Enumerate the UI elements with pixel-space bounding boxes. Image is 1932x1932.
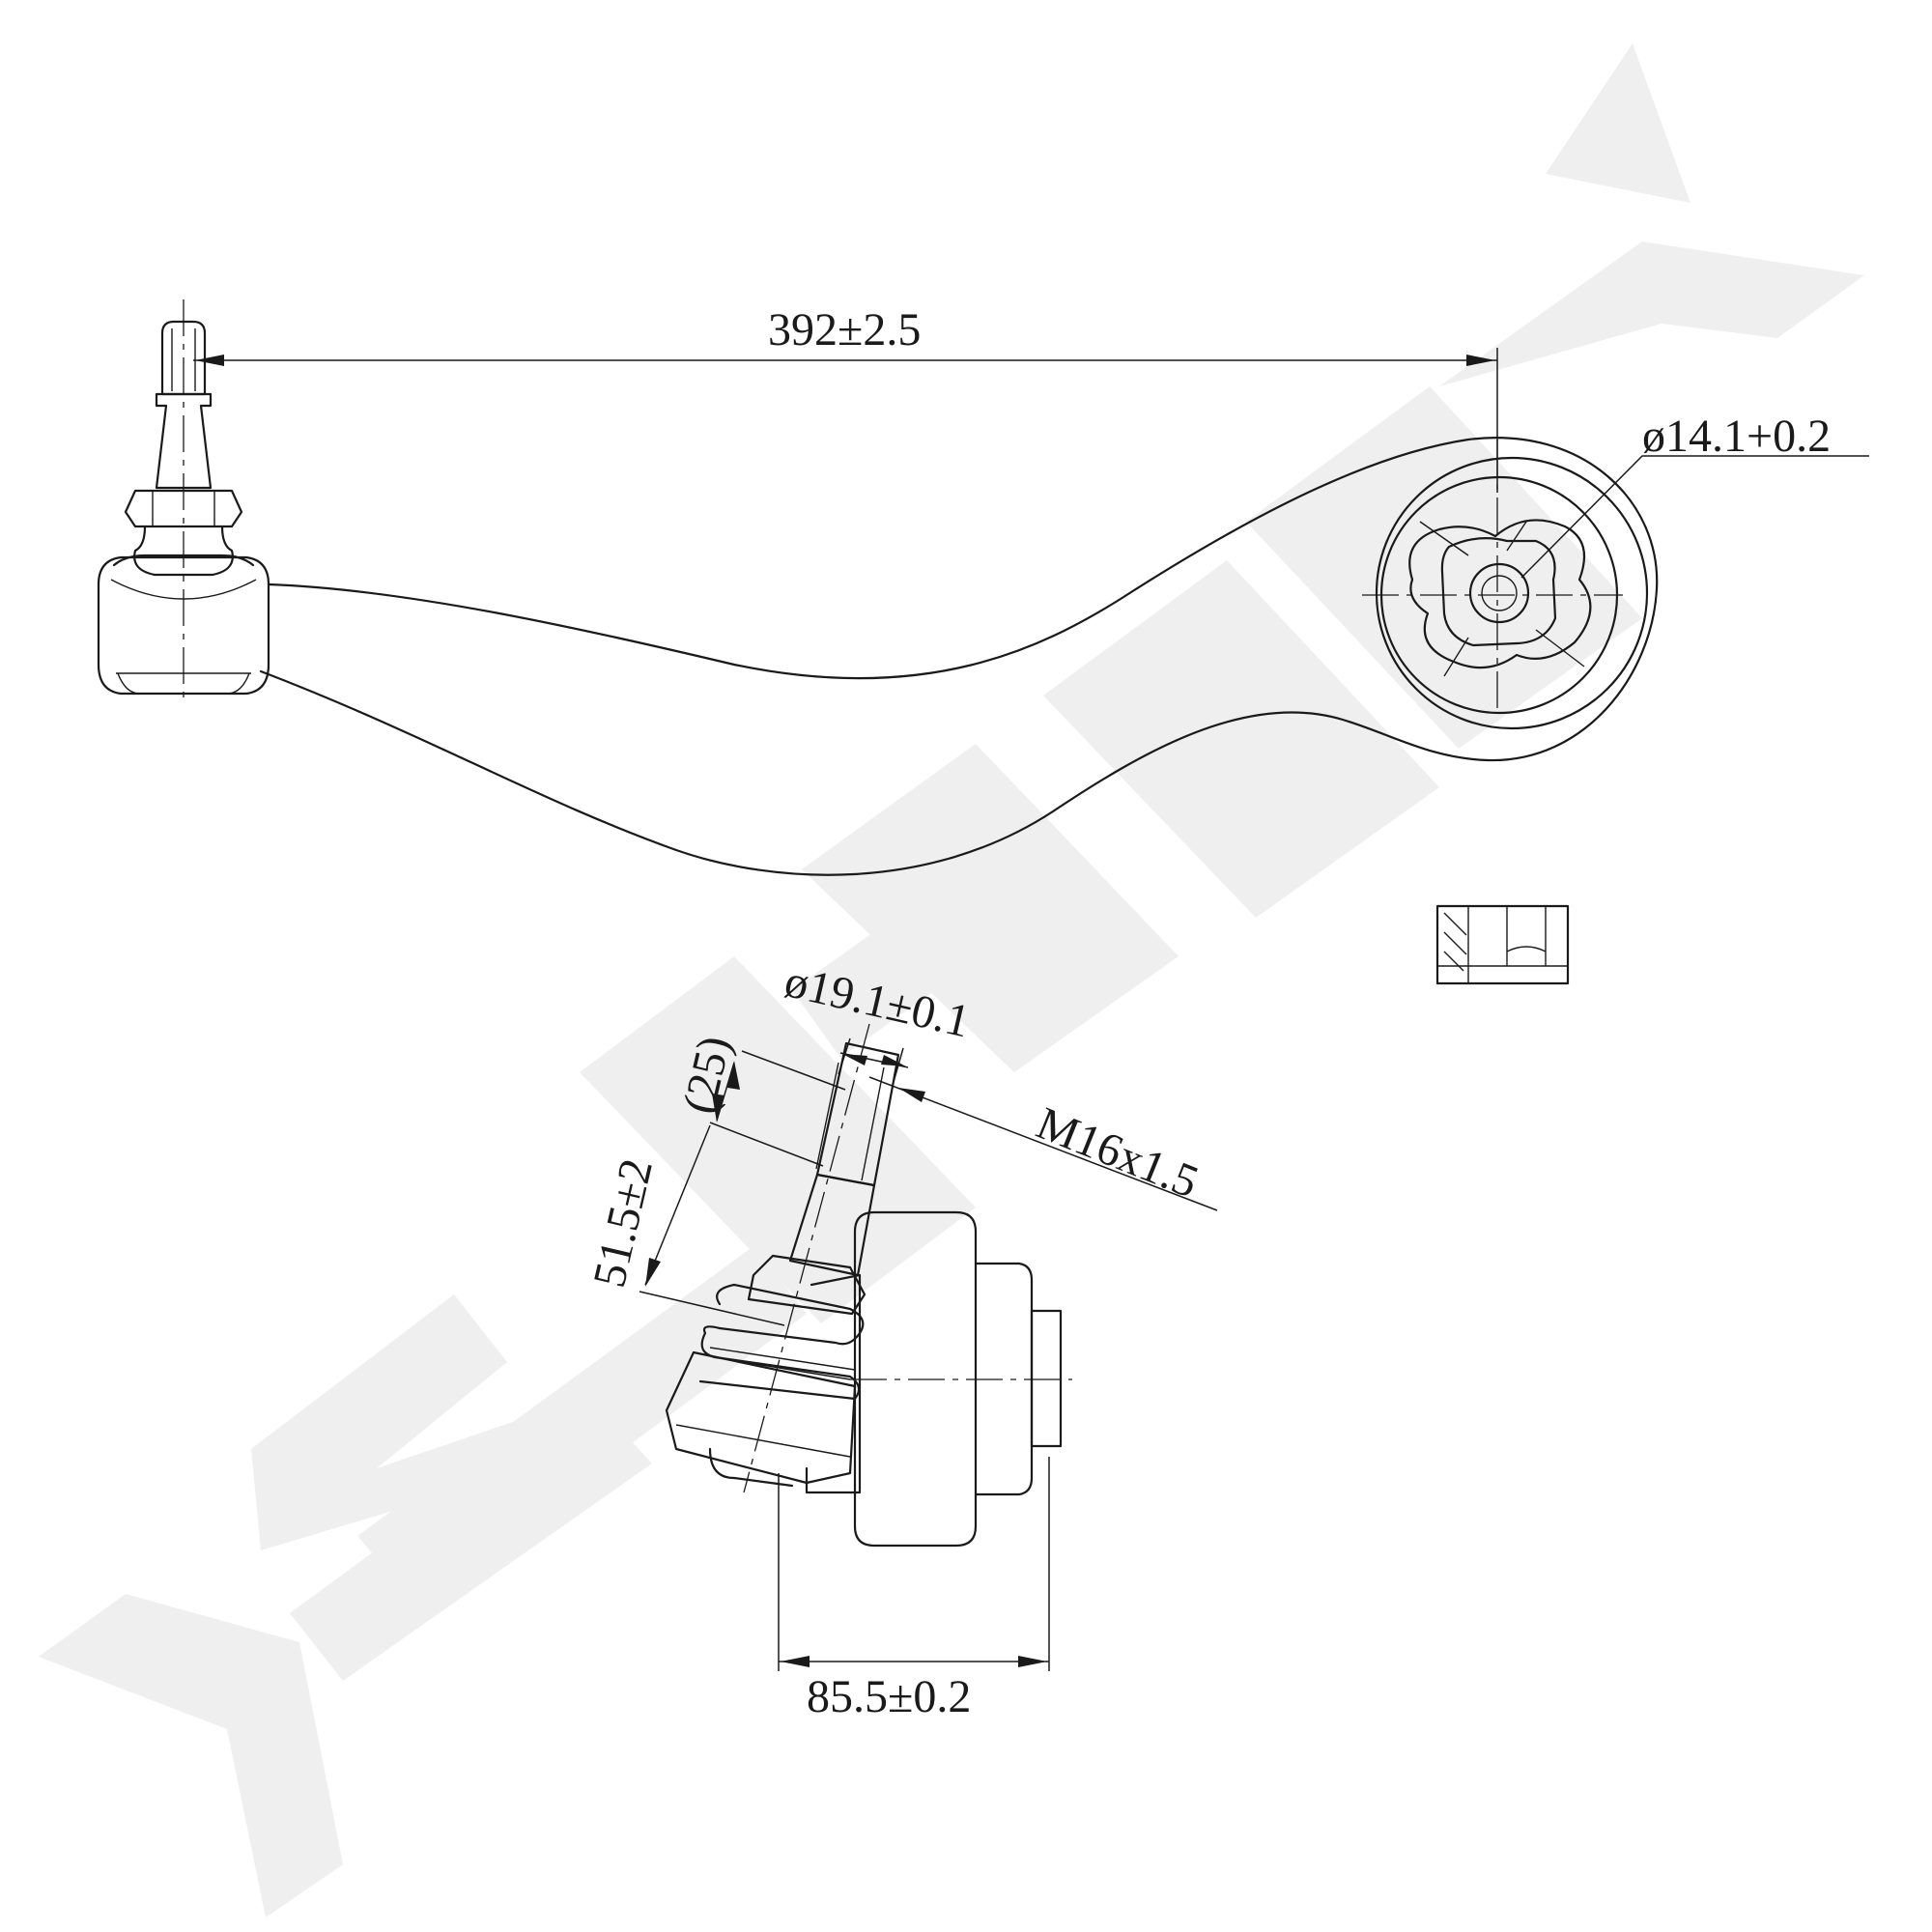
top-view: 392±2.5 ø14.1+0.2 xyxy=(97,299,1869,876)
bushing-bore xyxy=(1468,562,1530,624)
dust-boot xyxy=(133,525,234,577)
dim-bore-diameter-label: ø14.1+0.2 xyxy=(1642,411,1831,462)
side-bushing-inner-tube xyxy=(1030,1309,1063,1448)
stud-hex-collar xyxy=(124,489,243,528)
bushing-sleeve xyxy=(1440,536,1557,647)
flange-nut xyxy=(1435,904,1570,985)
bushing-eye-outer xyxy=(1375,456,1649,730)
ball-joint-housing xyxy=(97,555,270,696)
dim-thread-size-label: M16x1.5 xyxy=(1030,1097,1206,1208)
bushing-rubber-lobes xyxy=(1408,519,1592,669)
dim-bushing-width-label: 85.5±0.2 xyxy=(807,1671,971,1722)
side-hex-collar xyxy=(747,1254,867,1316)
dim-length-label: 392±2.5 xyxy=(768,304,921,355)
side-arm-section xyxy=(805,1273,862,1494)
brand-watermark xyxy=(39,43,1864,1918)
side-stud-centerline xyxy=(743,1023,870,1493)
side-dust-boot xyxy=(698,1283,865,1401)
stud-thread-tip xyxy=(160,320,207,396)
arm-body-outline xyxy=(259,437,1659,876)
side-bushing-body xyxy=(853,1210,978,1548)
stud-shank xyxy=(155,392,213,490)
